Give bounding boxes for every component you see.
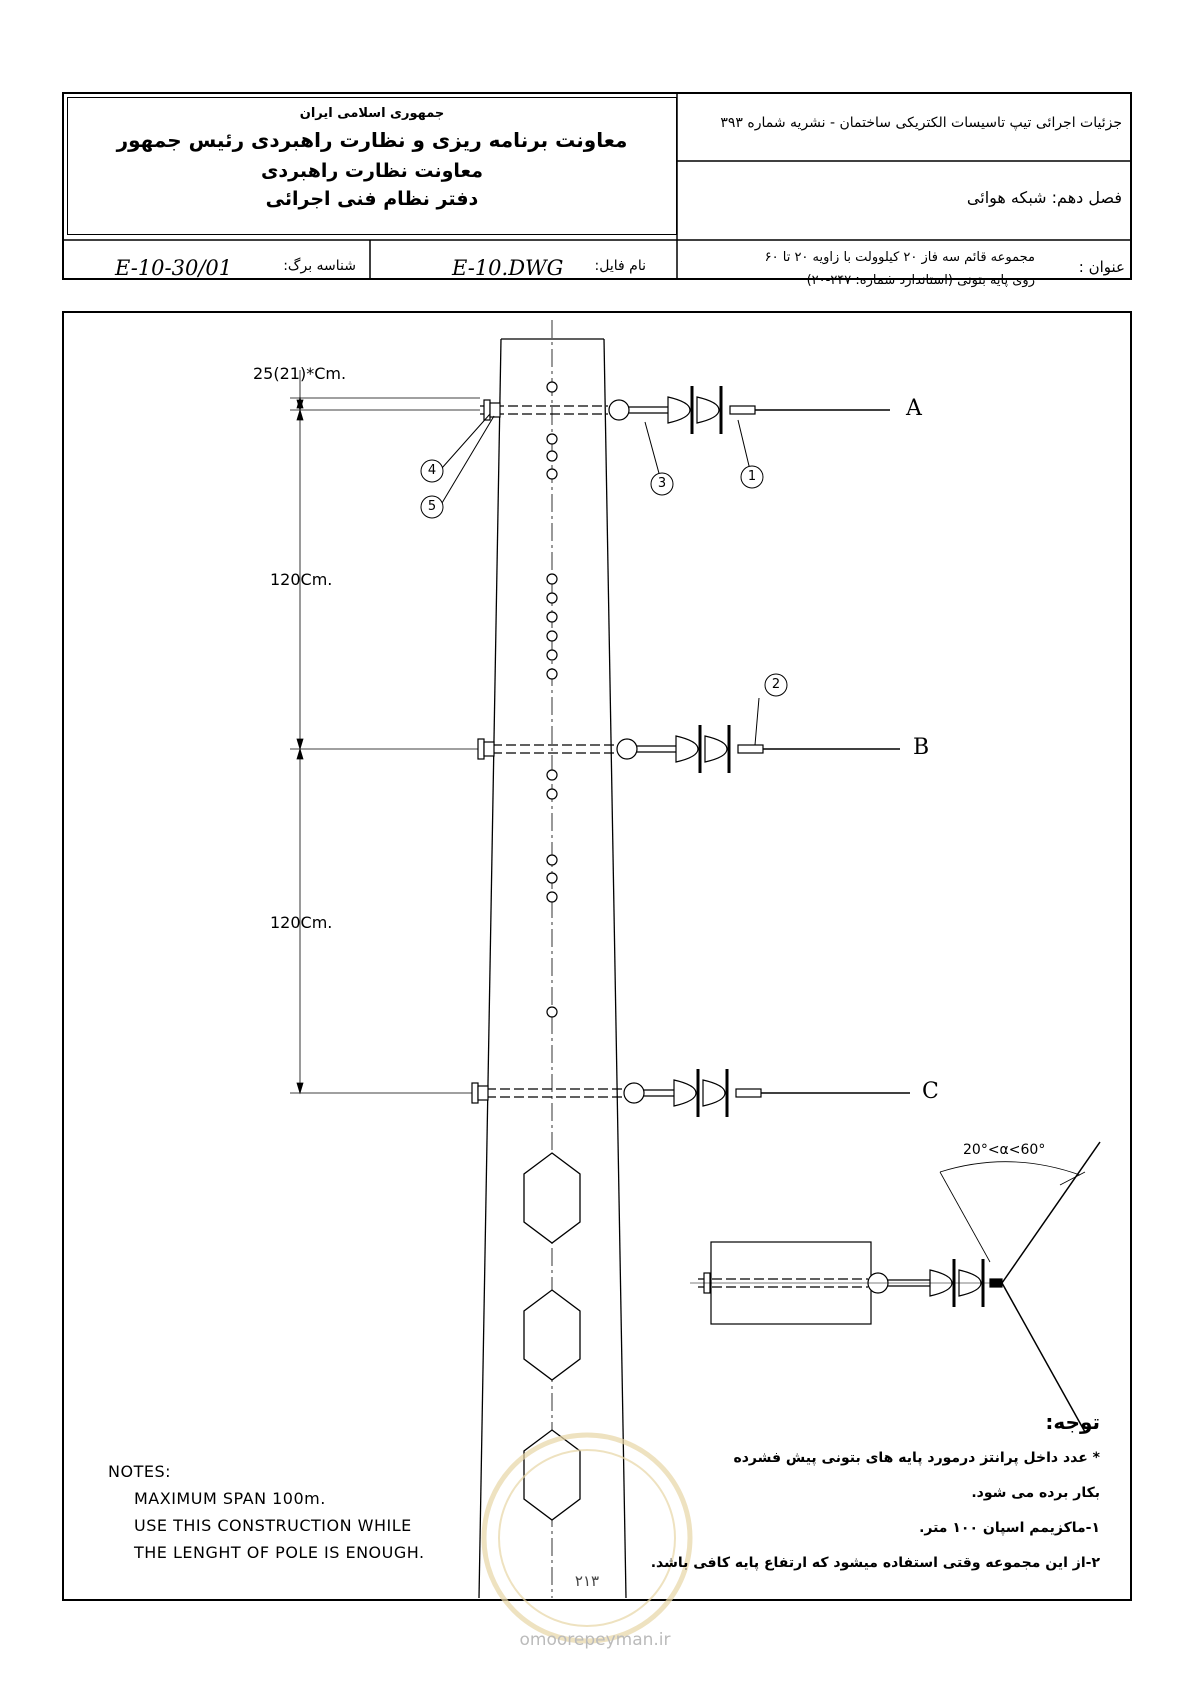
- callout-2-circle: [764, 673, 788, 697]
- notes-fa-line2: بکار برده می شود.: [971, 1485, 1100, 1501]
- file-name: E-10.DWG: [452, 256, 564, 280]
- angle-label: 20°<α<60°: [963, 1142, 1046, 1158]
- phase-a-label: A: [906, 396, 922, 421]
- chapter-title: فصل دهم: شبکه هوائی: [966, 188, 1122, 207]
- pole-outline: [478, 338, 627, 1599]
- callout-4-circle: [420, 459, 444, 483]
- dimension-lines: [290, 370, 480, 1095]
- series-title: جزئیات اجرائی تیپ تاسیسات الکتریکی ساختم…: [720, 115, 1122, 131]
- assembly-b: [477, 725, 900, 773]
- header-dividers: [62, 92, 1132, 280]
- assembly-c: [471, 1069, 910, 1117]
- assembly-a: [480, 386, 890, 434]
- callout-4-number: 4: [427, 463, 437, 478]
- notes-en-line2: USE THIS CONSTRUCTION WHILE: [134, 1516, 412, 1535]
- drawing-frame: [62, 311, 1132, 1601]
- callout-5-number: 5: [427, 499, 437, 514]
- watermark-text: omoorepeyman.ir: [519, 1630, 671, 1650]
- notes-fa-line1: * عدد داخل پرانتز درمورد پایه های بتونی …: [733, 1450, 1100, 1466]
- watermark-seal: [481, 1432, 693, 1644]
- subject-line2: روی پایه بتونی (استاندارد شماره: ۲۴۷-۲۰): [806, 273, 1035, 288]
- callout-5-circle: [420, 495, 444, 519]
- subject-label: عنوان :: [1078, 258, 1125, 276]
- dimension-top-label: 25(21)*Cm.: [253, 364, 347, 383]
- org-line1: جمهوری اسلامی ایران: [299, 106, 445, 121]
- dimension-mid1-label: 120Cm.: [270, 570, 333, 589]
- org-line4: دفتر نظام فنی اجرائی: [265, 188, 479, 210]
- phase-b-label: B: [913, 735, 930, 760]
- notes-en-line3: THE LENGHT OF POLE IS ENOUGH.: [134, 1543, 425, 1562]
- sheet-id-label: شناسه برگ:: [283, 258, 356, 274]
- callouts: [420, 413, 788, 746]
- page-number: ۲۱۳: [574, 1572, 600, 1590]
- org-line2: معاونت برنامه ریزی و نظارت راهبردی رئیس …: [116, 128, 628, 152]
- callout-1-number: 1: [747, 469, 757, 484]
- callout-2-number: 2: [771, 677, 781, 692]
- notes-fa-line4: ۲-از این مجموعه وقتی استفاده میشود که ار…: [650, 1555, 1100, 1571]
- notes-en-line1: MAXIMUM SPAN 100m.: [134, 1489, 326, 1508]
- org-line3: معاونت نظارت راهبردی: [260, 160, 484, 182]
- angle-detail: [698, 1141, 1101, 1433]
- file-name-label: نام فایل:: [594, 258, 646, 274]
- sheet-id: E-10-30/01: [115, 256, 233, 280]
- notes-fa-title: توجه:: [1045, 1410, 1100, 1434]
- header-frame: [62, 92, 1132, 280]
- notes-en-title: NOTES:: [108, 1462, 171, 1481]
- pole-holes: [546, 381, 558, 1018]
- notes-fa-line3: ۱-ماکزیمم اسپان ۱۰۰ متر.: [919, 1520, 1100, 1536]
- phase-c-label: C: [922, 1079, 939, 1104]
- pole-hexagons: [523, 1152, 581, 1521]
- subject-line1: مجموعه قائم سه فاز ۲۰ کیلوولت با زاویه ۲…: [764, 250, 1035, 265]
- callout-3-number: 3: [657, 476, 667, 491]
- callout-1-circle: [740, 465, 764, 489]
- dimension-mid2-label: 120Cm.: [270, 913, 333, 932]
- callout-3-circle: [650, 472, 674, 496]
